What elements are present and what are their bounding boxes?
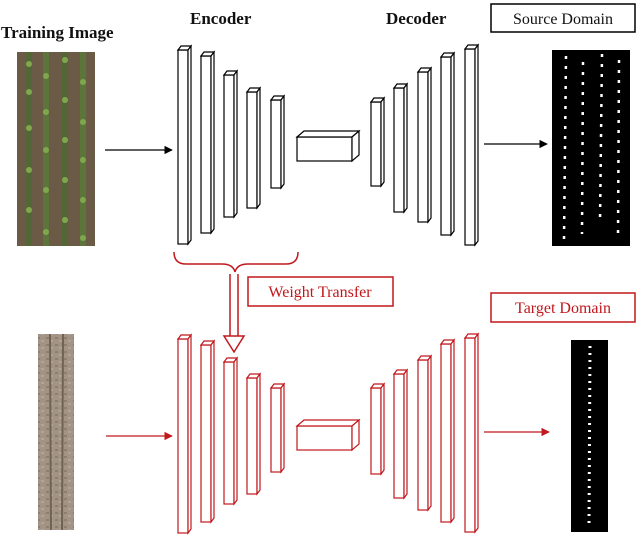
encoder-label: Encoder bbox=[190, 9, 252, 28]
weight-transfer-arrow bbox=[222, 274, 246, 354]
target-decoder-layer-2 bbox=[392, 368, 409, 500]
target-encoder-layer-2 bbox=[199, 339, 216, 524]
target-domain-label: Target Domain bbox=[515, 300, 611, 317]
target-encoder bbox=[176, 333, 286, 535]
target-decoder-layer-3 bbox=[416, 354, 433, 512]
source-decoder-layer-2 bbox=[392, 82, 409, 214]
source-decoder bbox=[369, 43, 480, 247]
target-domain-box: Target Domain bbox=[490, 292, 636, 323]
target-input-image bbox=[38, 333, 74, 531]
decoder-label: Decoder bbox=[386, 9, 447, 28]
source-encoder-layer-5 bbox=[269, 94, 286, 190]
source-encoder-layer-4 bbox=[245, 86, 262, 210]
source-decoder-layer-3 bbox=[416, 66, 433, 224]
source-encoder-layer-1 bbox=[176, 44, 193, 246]
source-decoder-layer-1 bbox=[369, 96, 386, 188]
weight-transfer-box: Weight Transfer bbox=[247, 276, 394, 307]
target-decoder-layer-4 bbox=[439, 338, 456, 524]
weight-transfer-label: Weight Transfer bbox=[268, 284, 372, 301]
source-encoder-layer-3 bbox=[222, 69, 239, 219]
target-decoder-layer-1 bbox=[369, 382, 386, 476]
target-encoder-layer-1 bbox=[176, 333, 193, 535]
target-bottleneck bbox=[295, 418, 361, 452]
target-decoder-layer-5 bbox=[463, 332, 480, 534]
source-domain-box: Source Domain bbox=[490, 3, 636, 33]
encoder-brace bbox=[173, 251, 299, 273]
target-encoder-layer-5 bbox=[269, 382, 286, 474]
source-mask-image bbox=[552, 50, 630, 246]
source-domain-label: Source Domain bbox=[513, 11, 613, 28]
training-image-label: Training Image bbox=[1, 23, 114, 42]
target-encoder-layer-4 bbox=[245, 372, 262, 496]
source-decoder-layer-4 bbox=[439, 51, 456, 237]
source-bottleneck bbox=[295, 129, 361, 163]
target-mask-image bbox=[571, 340, 608, 532]
source-encoder bbox=[176, 44, 286, 246]
source-encoder-layer-2 bbox=[199, 50, 216, 235]
source-decoder-layer-5 bbox=[463, 43, 480, 247]
target-decoder bbox=[369, 332, 480, 534]
training-image bbox=[17, 52, 95, 246]
target-encoder-layer-3 bbox=[222, 356, 239, 506]
